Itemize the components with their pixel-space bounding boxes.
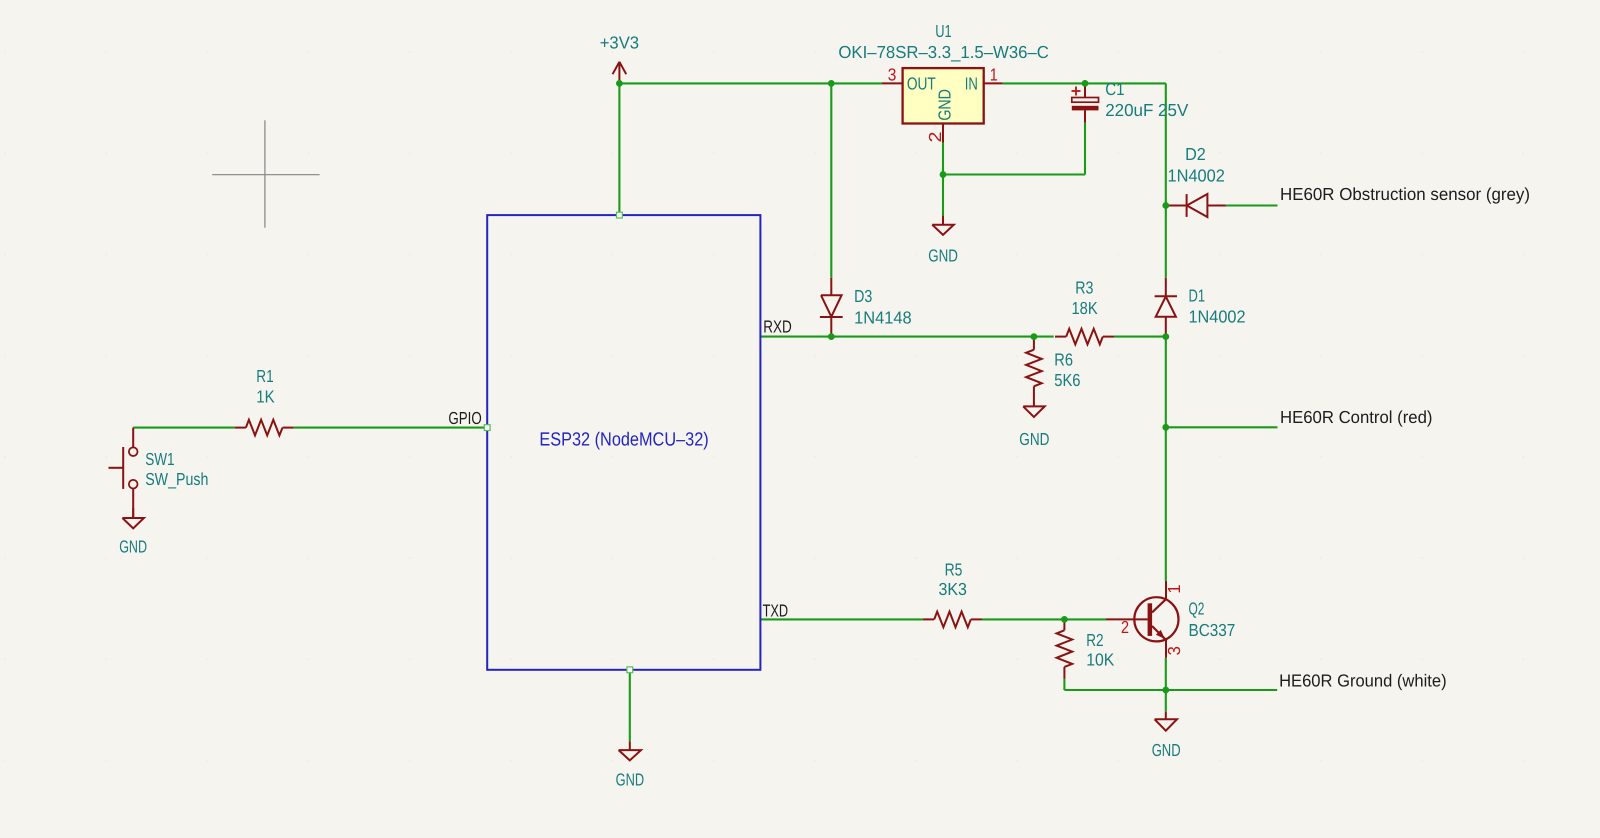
svg-text:RXD: RXD [763, 317, 792, 337]
svg-text:GND: GND [616, 770, 645, 790]
svg-text:Q2: Q2 [1189, 598, 1205, 618]
svg-text:IN: IN [965, 74, 978, 94]
svg-text:18K: 18K [1072, 298, 1099, 318]
svg-text:SW1: SW1 [145, 449, 174, 469]
svg-text:R5: R5 [945, 559, 963, 579]
svg-text:1: 1 [990, 65, 998, 85]
svg-text:3K3: 3K3 [939, 579, 967, 599]
svg-text:220uF 25V: 220uF 25V [1105, 100, 1188, 120]
svg-text:3: 3 [888, 65, 897, 85]
svg-text:GND: GND [1019, 429, 1049, 449]
svg-text:GND: GND [935, 89, 955, 121]
svg-text:R3: R3 [1075, 278, 1093, 298]
svg-text:R6: R6 [1054, 350, 1073, 370]
svg-text:1N4002: 1N4002 [1168, 165, 1225, 185]
svg-text:R2: R2 [1086, 630, 1103, 650]
svg-text:SW_Push: SW_Push [145, 469, 208, 489]
svg-text:GND: GND [928, 245, 958, 265]
svg-text:+3V3: +3V3 [600, 33, 639, 53]
svg-text:2: 2 [1121, 617, 1129, 637]
svg-text:U1: U1 [935, 21, 951, 41]
svg-text:1N4002: 1N4002 [1189, 307, 1246, 327]
svg-text:R1: R1 [256, 366, 273, 386]
svg-text:1: 1 [1164, 584, 1184, 593]
svg-text:ESP32 (NodeMCU–32): ESP32 (NodeMCU–32) [539, 430, 708, 451]
svg-text:10K: 10K [1086, 650, 1114, 670]
svg-text:5K6: 5K6 [1054, 370, 1080, 390]
svg-text:D3: D3 [854, 286, 872, 306]
svg-text:D1: D1 [1189, 286, 1206, 306]
svg-text:GND: GND [119, 537, 147, 557]
svg-text:3: 3 [1164, 646, 1184, 655]
svg-text:HE60R Ground (white): HE60R Ground (white) [1279, 670, 1447, 690]
svg-text:HE60R Control (red): HE60R Control (red) [1280, 407, 1433, 427]
svg-text:D2: D2 [1185, 144, 1206, 164]
svg-text:C1: C1 [1105, 79, 1124, 99]
svg-text:TXD: TXD [763, 601, 789, 621]
svg-text:OUT: OUT [907, 74, 936, 94]
svg-text:GND: GND [1152, 740, 1181, 760]
svg-text:OKI–78SR–3.3_1.5–W36–C: OKI–78SR–3.3_1.5–W36–C [838, 42, 1049, 62]
svg-text:1K: 1K [256, 387, 275, 407]
svg-text:1N4148: 1N4148 [854, 307, 912, 327]
svg-text:BC337: BC337 [1189, 620, 1236, 640]
svg-text:2: 2 [925, 132, 945, 143]
svg-text:GPIO: GPIO [448, 408, 481, 428]
svg-text:HE60R Obstruction sensor (grey: HE60R Obstruction sensor (grey) [1280, 184, 1530, 204]
